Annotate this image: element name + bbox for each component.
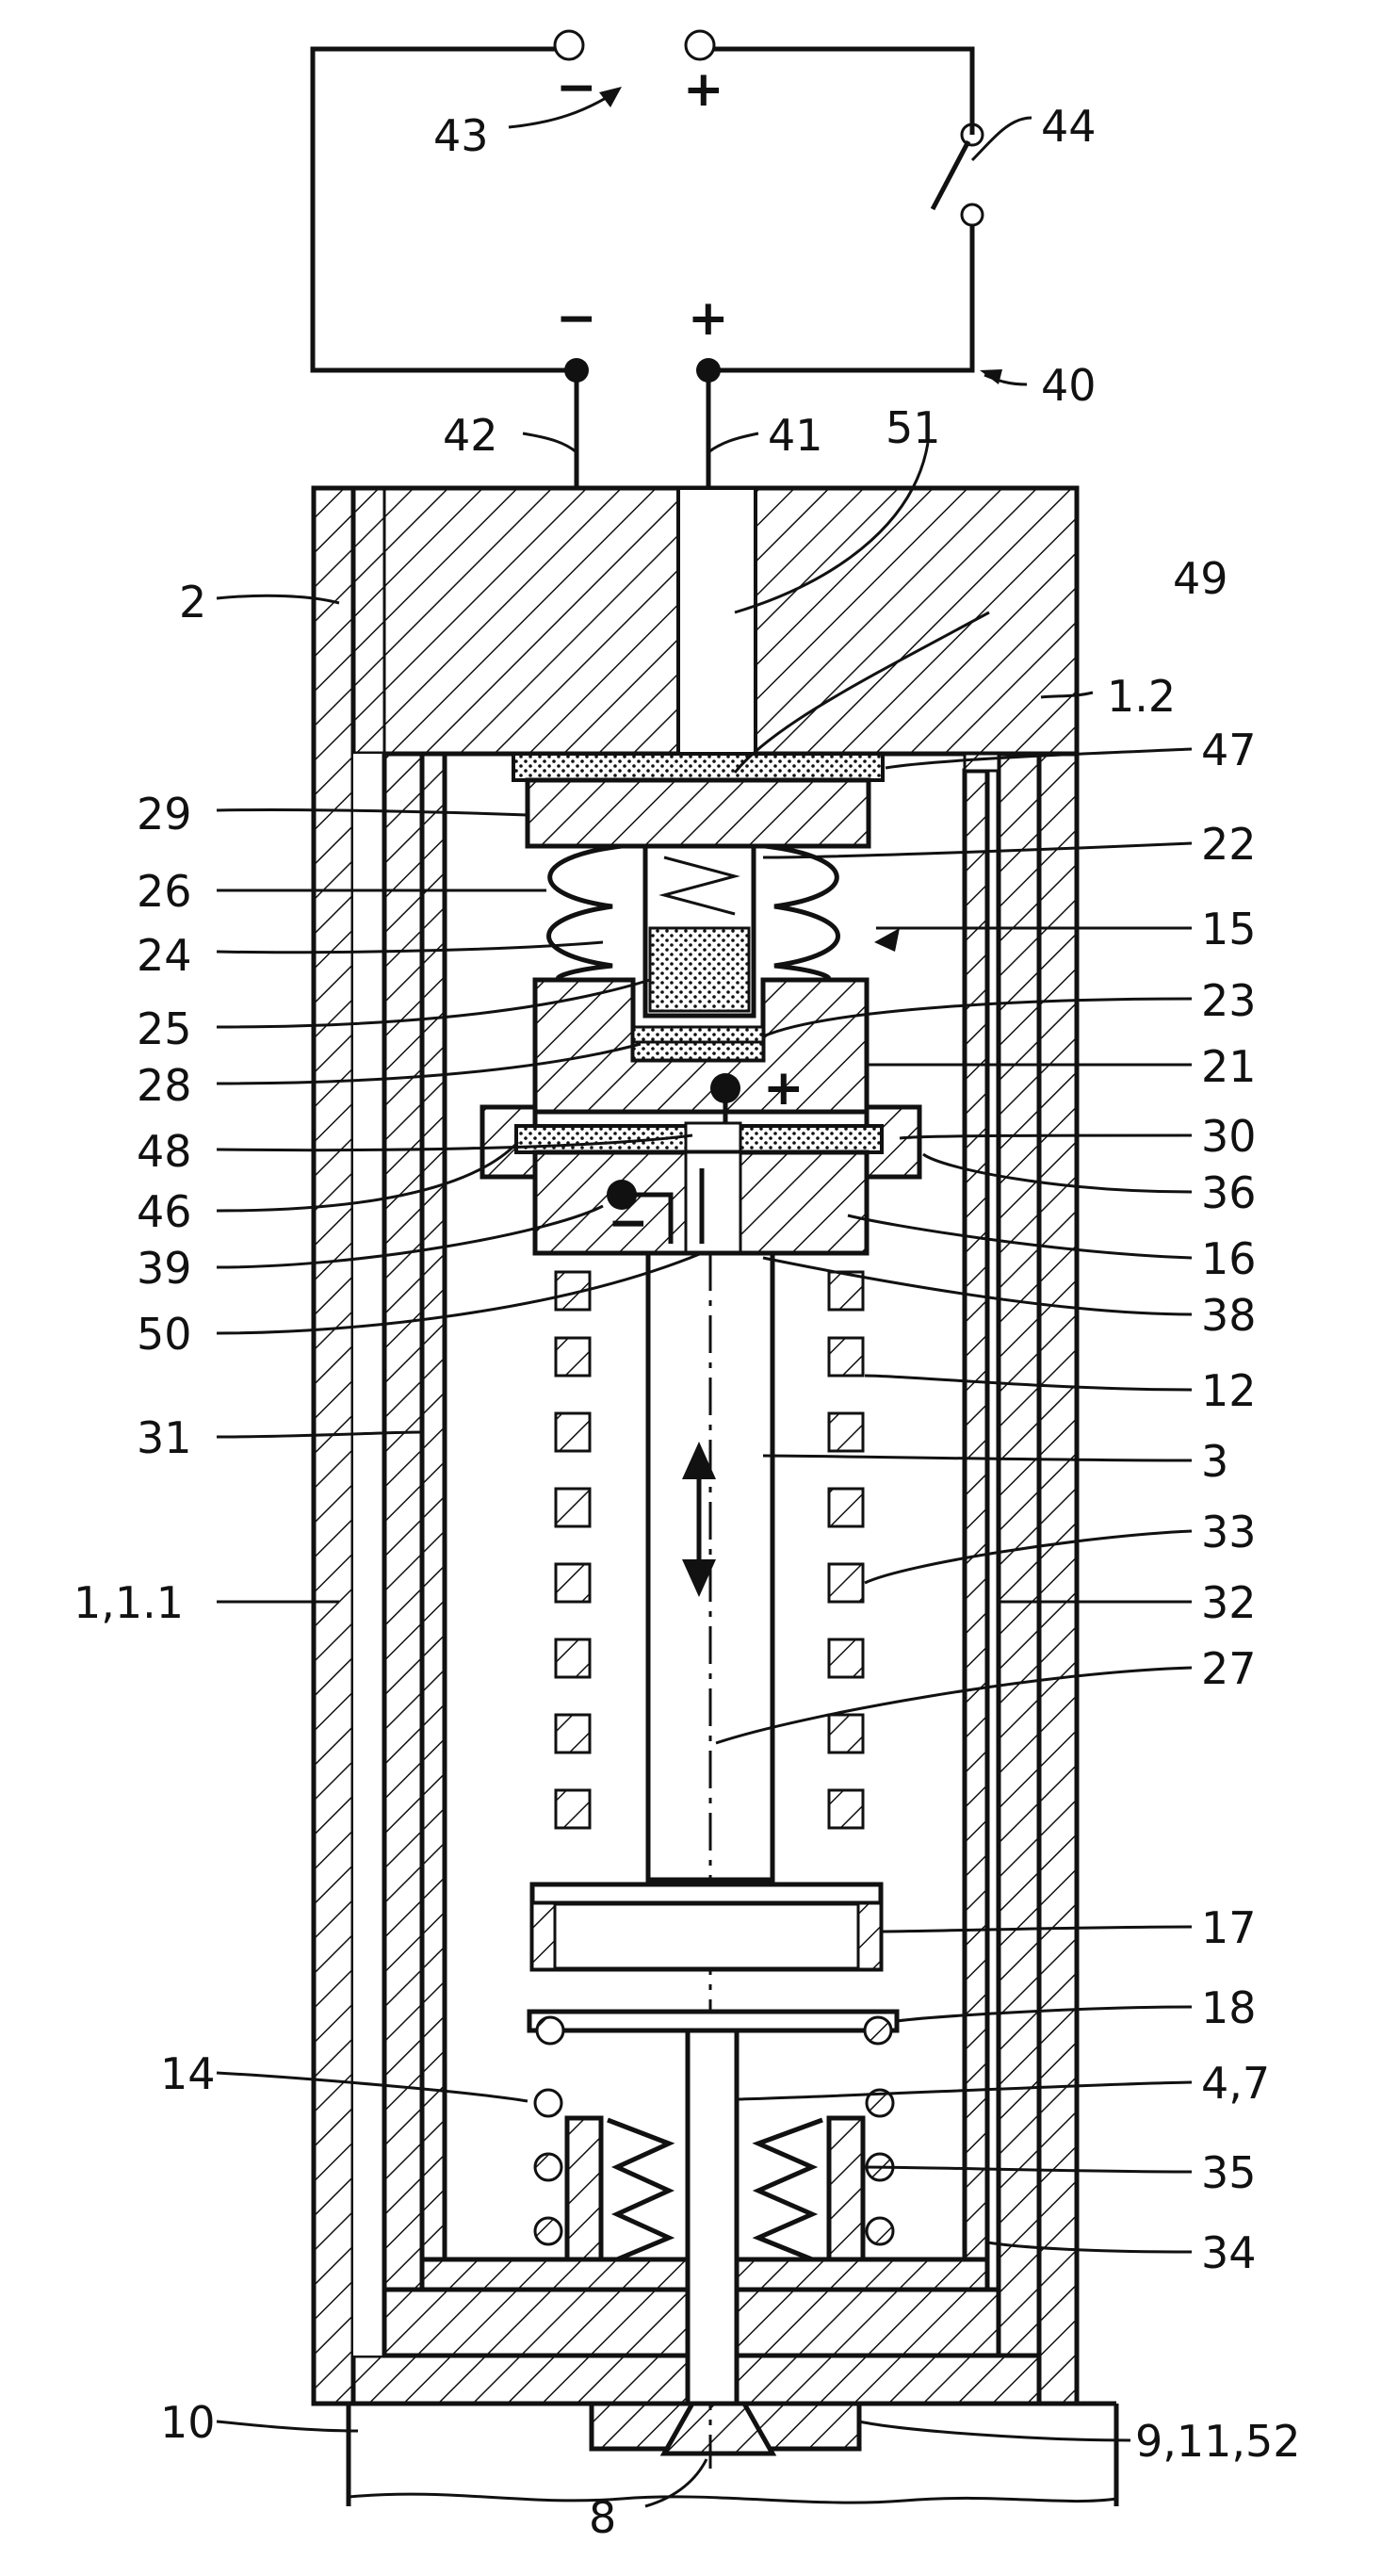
cup-wall-left — [422, 754, 445, 2280]
base-plate-10 — [349, 2404, 1116, 2506]
switch-contact-lower — [962, 204, 983, 225]
sign-minus-inner: − — [608, 1195, 649, 1251]
gap-channel-left — [353, 754, 384, 2356]
insulator-47 — [513, 754, 883, 780]
bellows-26-left — [549, 846, 623, 980]
label-8: 8 — [589, 2492, 616, 2543]
cup-wall-right — [965, 771, 987, 2280]
label-47: 47 — [1201, 725, 1257, 775]
label-1-1-1: 1,1.1 — [73, 1577, 184, 1628]
voltage-terminal-minus — [555, 31, 583, 59]
label-41: 41 — [768, 410, 823, 461]
label-44: 44 — [1041, 101, 1097, 152]
bellows-35-right — [758, 2120, 822, 2259]
electrode-plus-top-node — [696, 358, 721, 383]
label-38: 38 — [1201, 1290, 1257, 1341]
label-39: 39 — [137, 1243, 192, 1294]
electrode-plus-inner-node — [710, 1073, 740, 1103]
top-block-channel — [678, 488, 756, 754]
cup-top-rim — [965, 754, 999, 771]
label-34: 34 — [1201, 2227, 1257, 2278]
label-9-11-52: 9,11,52 — [1135, 2416, 1301, 2467]
label-51: 51 — [886, 402, 941, 453]
outer-wall-left — [314, 488, 353, 2404]
switch-blade — [933, 141, 968, 209]
label-10: 10 — [160, 2397, 216, 2448]
label-46: 46 — [137, 1186, 192, 1237]
sign-plus-electrode: + — [688, 290, 729, 347]
circuit-bottom-right-wire — [708, 225, 972, 370]
flange-17-hatch-r — [858, 1903, 881, 1969]
stack-12-right — [829, 1272, 863, 1828]
ring-18 — [529, 2012, 897, 2030]
label-14: 14 — [160, 2048, 216, 2099]
label-23: 23 — [1201, 975, 1257, 1026]
bellows-26-right — [765, 846, 838, 980]
label-40: 40 — [1041, 360, 1097, 411]
label-42: 42 — [443, 410, 498, 461]
sign-minus-electrode: − — [556, 290, 597, 347]
piston-25 — [650, 928, 749, 1011]
label-2: 2 — [179, 577, 206, 628]
inner-jacket-left — [384, 754, 422, 2318]
label-4-7: 4,7 — [1201, 2058, 1270, 2109]
bellows-35-left — [608, 2120, 669, 2259]
flange-17 — [532, 1884, 881, 1969]
voltage-terminal-plus — [686, 31, 714, 59]
bellows-housing-35-right — [829, 2118, 863, 2259]
label-3: 3 — [1201, 1436, 1228, 1487]
label-32: 32 — [1201, 1577, 1257, 1628]
sign-plus-top: + — [683, 61, 724, 118]
label-43: 43 — [433, 110, 489, 161]
plate-29 — [528, 780, 869, 846]
stack-12-left — [556, 1272, 590, 1828]
plate-break-line — [349, 2494, 1116, 2503]
circuit-left-wire — [313, 49, 577, 370]
block-16-slot — [686, 1152, 740, 1253]
label-50: 50 — [137, 1309, 192, 1360]
bellows-housing-35-left — [567, 2118, 601, 2259]
label-36: 36 — [1201, 1167, 1257, 1218]
label-24: 24 — [137, 930, 192, 981]
electrode-minus-top-node — [564, 358, 589, 383]
label-16: 16 — [1201, 1233, 1257, 1284]
label-25: 25 — [137, 1003, 192, 1054]
label-48: 48 — [137, 1126, 192, 1177]
label-17: 17 — [1201, 1902, 1257, 1953]
label-27: 27 — [1201, 1643, 1257, 1694]
label-26: 26 — [137, 866, 192, 917]
label-35: 35 — [1201, 2147, 1257, 2198]
label-18: 18 — [1201, 1982, 1257, 2033]
label-31: 31 — [137, 1412, 192, 1463]
flange-17-hatch-l — [532, 1903, 555, 1969]
inner-jacket-right — [999, 754, 1039, 2356]
label-30: 30 — [1201, 1111, 1257, 1162]
sign-plus-inner: + — [763, 1060, 805, 1117]
chamber-spring — [664, 857, 735, 914]
rod-4-7 — [688, 2030, 737, 2404]
label-22: 22 — [1201, 819, 1257, 870]
label-29: 29 — [137, 789, 192, 840]
label-12: 12 — [1201, 1365, 1257, 1416]
label-21: 21 — [1201, 1041, 1257, 1092]
label-1-2: 1.2 — [1107, 671, 1176, 722]
label-15: 15 — [1201, 904, 1257, 954]
label-33: 33 — [1201, 1507, 1257, 1557]
circuit-right-wire — [714, 49, 972, 135]
label-28: 28 — [137, 1060, 192, 1111]
label-49: 49 — [1173, 553, 1228, 604]
